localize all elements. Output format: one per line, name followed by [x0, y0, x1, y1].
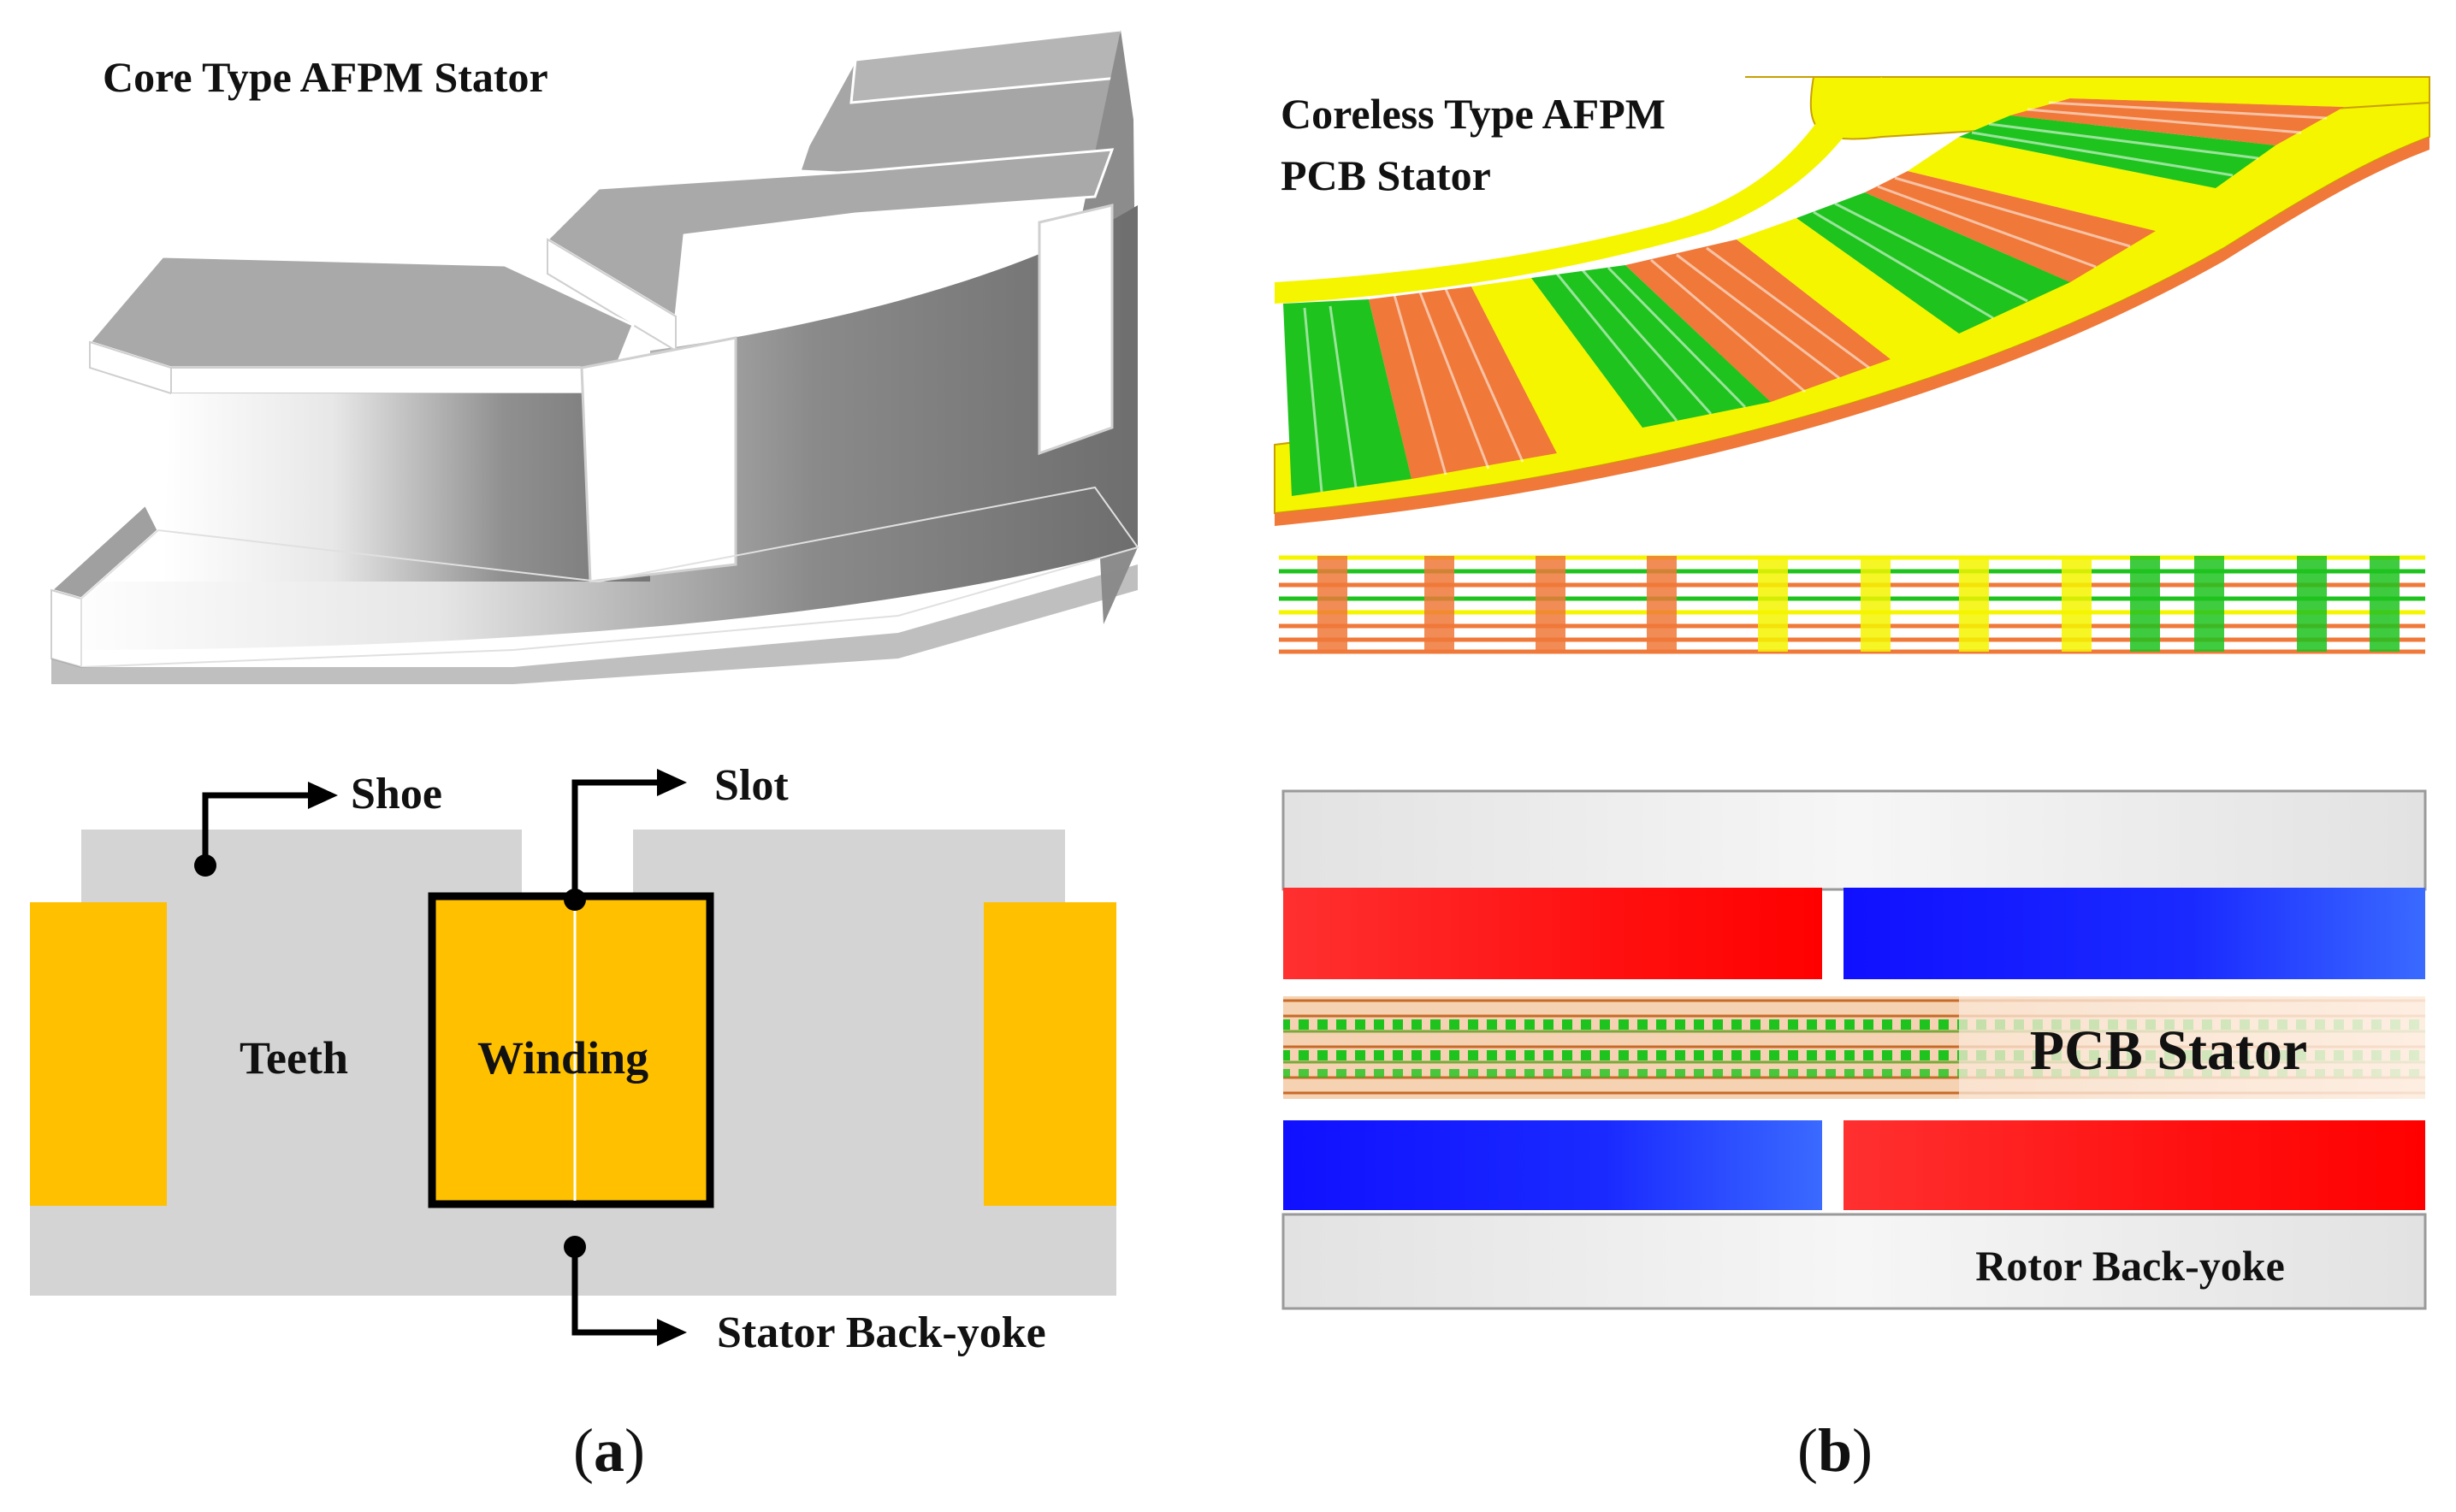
- slot-pointer-arrow: [564, 769, 687, 911]
- pcb-machine-cross-section: [1281, 789, 2427, 1310]
- slot-label: Slot: [714, 761, 789, 810]
- winding-slot-box: [428, 892, 714, 1208]
- rotor-back-yoke-bottom: [1281, 1213, 2427, 1310]
- winding-left-half: [30, 902, 167, 1206]
- back-yoke-pointer-arrow: [564, 1236, 687, 1346]
- core-stator-3d-model: [48, 28, 1139, 684]
- pcb-coil-turn-lines: [1303, 101, 2328, 493]
- pcb-layer-side-view: [1279, 555, 2425, 654]
- pcb-coil-sectors: [1283, 81, 2429, 496]
- pcb-stator-label: PCB Stator: [2030, 1019, 2307, 1082]
- magnet-bottom-blue: [1283, 1120, 1822, 1210]
- shoe-label: Shoe: [351, 770, 442, 818]
- magnet-top-red: [1283, 888, 1822, 979]
- core-stator-title: Core Type AFPM Stator: [103, 53, 548, 101]
- stator-back-yoke-label: Stator Back-yoke: [717, 1308, 1046, 1357]
- shoe-pointer-arrow: [194, 782, 338, 877]
- rotor-back-yoke-label: Rotor Back-yoke: [1975, 1242, 2285, 1290]
- coreless-title-line1: Coreless Type AFPM: [1281, 90, 1666, 138]
- core-stator-cross-section: [30, 769, 1116, 1346]
- pcb-stator-band: [1283, 996, 2425, 1099]
- magnet-bottom-red: [1843, 1120, 2425, 1210]
- winding-label: Winding: [477, 1032, 648, 1084]
- panel-a-caption: (a): [573, 1416, 645, 1485]
- pcb-stator-3d-view: [1274, 75, 2430, 526]
- magnet-top-blue: [1843, 888, 2425, 979]
- teeth-label: Teeth: [240, 1032, 348, 1084]
- winding-right-half: [984, 902, 1116, 1206]
- coreless-title-line2: PCB Stator: [1281, 151, 1491, 199]
- panel-b-caption: (b): [1797, 1416, 1873, 1485]
- rotor-back-yoke-top: [1281, 789, 2427, 891]
